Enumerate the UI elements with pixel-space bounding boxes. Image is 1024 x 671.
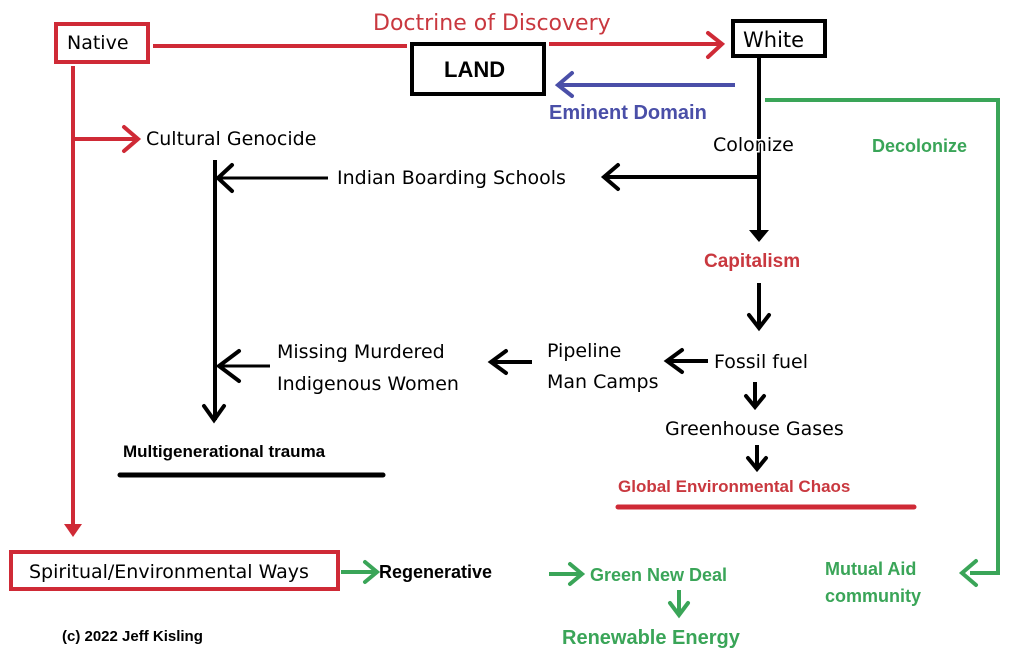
native-label: Native: [67, 32, 129, 54]
copyright-label: (c) 2022 Jeff Kisling: [62, 628, 203, 645]
native-box[interactable]: [54, 22, 150, 64]
gnd-renewable-arrowhead: [668, 601, 690, 619]
spiritual-label: Spiritual/Environmental Ways: [29, 561, 309, 583]
doctrine-arrowhead: [706, 31, 726, 59]
cultural-arrowhead: [122, 125, 142, 153]
cultural-genocide-label: Cultural Genocide: [146, 128, 316, 150]
colonize-arrowhead: [749, 230, 769, 242]
white-group: White: [731, 19, 827, 58]
regen-gnd-arrowhead: [568, 562, 586, 586]
mutual-aid-label-line1: Mutual Aid: [825, 559, 916, 579]
decolonize-label: Decolonize: [872, 136, 967, 156]
boarding-to-trauma-arrow: [202, 160, 328, 424]
spiritual-box[interactable]: [9, 550, 340, 591]
greenhouse-label: Greenhouse Gases: [665, 418, 844, 440]
spiritual-to-regenerative-arrow: [341, 560, 381, 584]
gnd-to-renewable-arrow: [668, 590, 690, 619]
fossil-to-pipeline-arrow: [663, 348, 708, 374]
decolonize-line: [765, 98, 1000, 575]
mmiw-label-line1: Missing Murdered: [277, 341, 445, 363]
boarding-arrowhead-right: [600, 163, 620, 191]
white-box[interactable]: [731, 19, 827, 58]
decolonize-arrowhead: [958, 559, 978, 587]
trauma-down-arrowhead: [202, 404, 226, 424]
spiritual-regen-arrowhead: [363, 560, 381, 584]
land-box[interactable]: [410, 42, 546, 96]
green-new-deal-label: Green New Deal: [590, 565, 727, 585]
fossil-greenhouse-arrowhead: [744, 394, 766, 411]
greenhouse-to-chaos-arrow: [746, 445, 768, 473]
land-label: LAND: [444, 57, 505, 82]
mutual-aid-label-line2: community: [825, 586, 921, 606]
fossil-fuel-label: Fossil fuel: [714, 351, 808, 373]
chaos-label: Global Environmental Chaos: [618, 477, 850, 496]
decolonize-arrow: Decolonize: [765, 98, 1000, 587]
mmiw-label-line2: Indigenous Women: [277, 373, 459, 395]
capitalism-arrowhead: [747, 313, 771, 332]
spiritual-group: Spiritual/Environmental Ways: [9, 550, 340, 591]
pipeline-label-line2: Man Camps: [547, 371, 659, 393]
native-down-arrowhead: [64, 524, 82, 537]
land-group: LAND: [410, 42, 546, 96]
pipeline-mmiw-arrowhead: [487, 349, 508, 375]
mmiw-to-trauma-arrow: [215, 349, 270, 383]
capitalism-label: Capitalism: [704, 251, 800, 272]
pipeline-to-mmiw-arrow: [487, 349, 532, 375]
regenerative-to-gnd-arrow: [549, 562, 586, 586]
native-down-arrow: [64, 66, 82, 537]
doctrine-arrow: Doctrine of Discovery: [153, 11, 726, 59]
trauma-label: Multigenerational trauma: [123, 442, 326, 461]
boarding-arrowhead-left: [215, 163, 234, 193]
fossil-pipeline-arrowhead: [663, 348, 684, 374]
greenhouse-chaos-arrowhead: [746, 456, 768, 473]
fossil-to-greenhouse-arrow: [744, 382, 766, 411]
boarding-schools-arrow: [600, 163, 759, 191]
renewable-energy-label: Renewable Energy: [562, 627, 741, 649]
boarding-schools-label: Indian Boarding Schools: [337, 167, 566, 189]
eminent-arrowhead: [554, 71, 574, 98]
colonize-arrow: [749, 58, 769, 242]
pipeline-label-line1: Pipeline: [547, 340, 621, 362]
colonize-label: Colonize: [713, 134, 794, 156]
capitalism-to-fossil-arrow: [747, 283, 771, 332]
mmiw-arrowhead: [215, 349, 241, 383]
eminent-domain-label: Eminent Domain: [549, 102, 707, 124]
doctrine-label: Doctrine of Discovery: [373, 11, 611, 36]
native-group: Native: [54, 22, 150, 64]
cultural-genocide-arrow: [75, 125, 142, 153]
white-label: White: [743, 28, 804, 52]
eminent-domain-arrow: Eminent Domain: [549, 71, 735, 124]
regenerative-label: Regenerative: [379, 562, 492, 582]
